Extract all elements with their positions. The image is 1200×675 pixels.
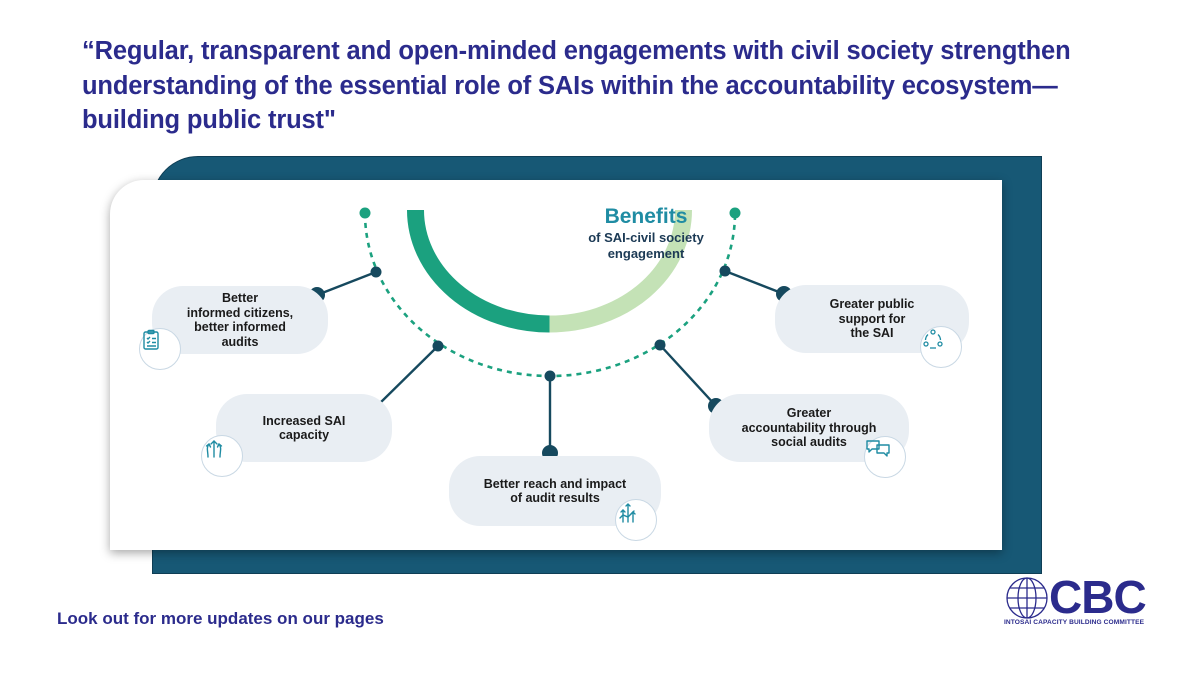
connector-dot-5a [719,265,731,277]
connector-line-5 [724,269,785,296]
benefit-label: Better informed citizens, better informe… [186,291,294,349]
benefit-label: Greater accountability through social au… [741,406,877,450]
diagram-subtitle: of SAI-civil society engagement [588,230,704,261]
connector-line-2 [374,345,439,409]
quote-line-1: “Regular, transparent and open-minded en… [82,37,1071,65]
diagram-title: Benefits [604,205,688,228]
quote-line-3: building public trust" [82,106,336,134]
logo-subtitle: INTOSAI CAPACITY BUILDING COMMITTEE [1004,619,1145,626]
connector-line-1 [316,270,377,297]
upward-arrows-icon [201,435,243,477]
dotted-arc-end-right [729,207,741,219]
connector-line-4 [659,344,717,407]
dotted-arc-end-left [359,207,371,219]
connector-dot-3a [544,370,556,382]
headline-quote: “Regular, transparent and open-minded en… [82,34,1182,138]
benefit-label: Better reach and impact of audit results [483,476,627,506]
footer-text: Look out for more updates on our pages [57,609,384,628]
benefits-diagram [309,207,792,461]
speech-bubbles-icon [864,436,906,478]
cbc-logo: CBC INTOSAI CAPACITY BUILDING COMMITTEE [1004,571,1154,631]
clipboard-checklist-icon [139,328,181,370]
quote-line-2: understanding of the essential role of S… [82,71,1058,100]
connector-dot-2a [432,340,444,352]
benefit-label: Increased SAI capacity [262,413,346,443]
benefit-label: Greater public support for the SAI [829,297,915,341]
arc-primary-segment [407,209,550,333]
globe-icon [1006,577,1048,619]
benefit-pill-informed-citizens: Better informed citizens, better informe… [152,286,328,354]
community-cycle-icon [920,326,962,368]
connector-dot-4a [654,339,666,351]
logo-wordmark: CBC [1049,571,1147,623]
arc-secondary-segment [549,209,692,333]
benefits-diagram-card: Benefits of SAI-civil society engagement… [110,180,1002,550]
connector-dot-1a [370,266,382,278]
benefit-pill-sai-capacity: Increased SAI capacity [216,394,392,462]
growth-arrows-icon [615,499,657,541]
